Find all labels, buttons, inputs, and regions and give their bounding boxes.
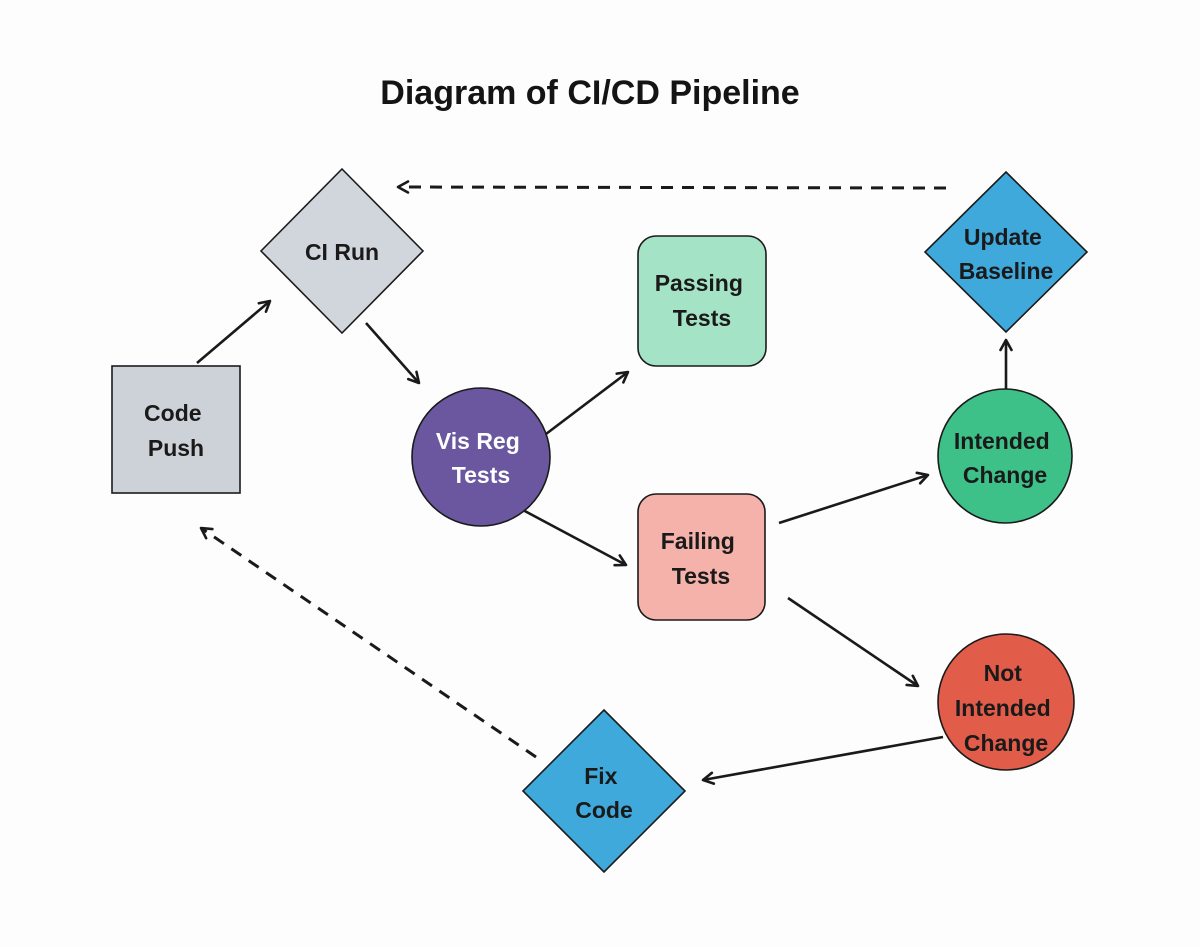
intended-change-circle (937, 388, 1073, 524)
edge-vis-reg-tests-to-failing-tests (520, 507, 628, 567)
edge-failing-tests-to-not-intended-change (787, 596, 920, 688)
edge-failing-tests-to-intended-change (778, 471, 930, 525)
fix-code-diamond (521, 708, 687, 874)
node-fix-code: Fix Code (521, 708, 687, 874)
vis-reg-tests-label: Vis Reg Tests (436, 428, 526, 488)
not-intended-change-circle (937, 633, 1075, 771)
node-vis-reg-tests: Vis Reg Tests (411, 387, 551, 527)
node-update-baseline: Update Baseline (923, 170, 1089, 334)
ci-run-label: CI Run (305, 239, 379, 265)
update-baseline-diamond (923, 170, 1089, 334)
vis-reg-tests-circle (411, 387, 551, 527)
passing-tests-label: Passing Tests (655, 270, 750, 331)
failing-tests-label: Failing Tests (661, 528, 742, 589)
node-passing-tests: Passing Tests (637, 235, 767, 367)
not-intended-change-label: Not Intended Change (955, 660, 1057, 756)
node-ci-run: CI Run (259, 167, 425, 335)
node-not-intended-change: Not Intended Change (937, 633, 1075, 771)
update-baseline-label: Update Baseline (959, 224, 1054, 284)
failing-tests-box (637, 493, 766, 621)
edge-vis-reg-tests-to-passing-tests (545, 370, 630, 436)
edge-ci-run-to-vis-reg-tests (365, 322, 421, 385)
fix-code-label: Fix Code (575, 763, 633, 823)
code-push-label: Code Push (144, 400, 208, 461)
edge-fix-code-to-code-push-dashed (199, 526, 537, 759)
passing-tests-box (637, 235, 767, 367)
edge-not-intended-change-to-fix-code (701, 735, 944, 785)
ci-run-diamond (259, 167, 425, 335)
node-intended-change: Intended Change (937, 388, 1073, 524)
code-push-square (111, 365, 241, 494)
diagram-title: Diagram of CI/CD Pipeline (380, 74, 799, 112)
node-failing-tests: Failing Tests (637, 493, 766, 621)
node-code-push: Code Push (111, 365, 241, 494)
edge-update-baseline-to-ci-run-dashed (396, 180, 947, 194)
intended-change-label: Intended Change (954, 428, 1056, 488)
edge-code-push-to-ci-run (196, 299, 272, 364)
